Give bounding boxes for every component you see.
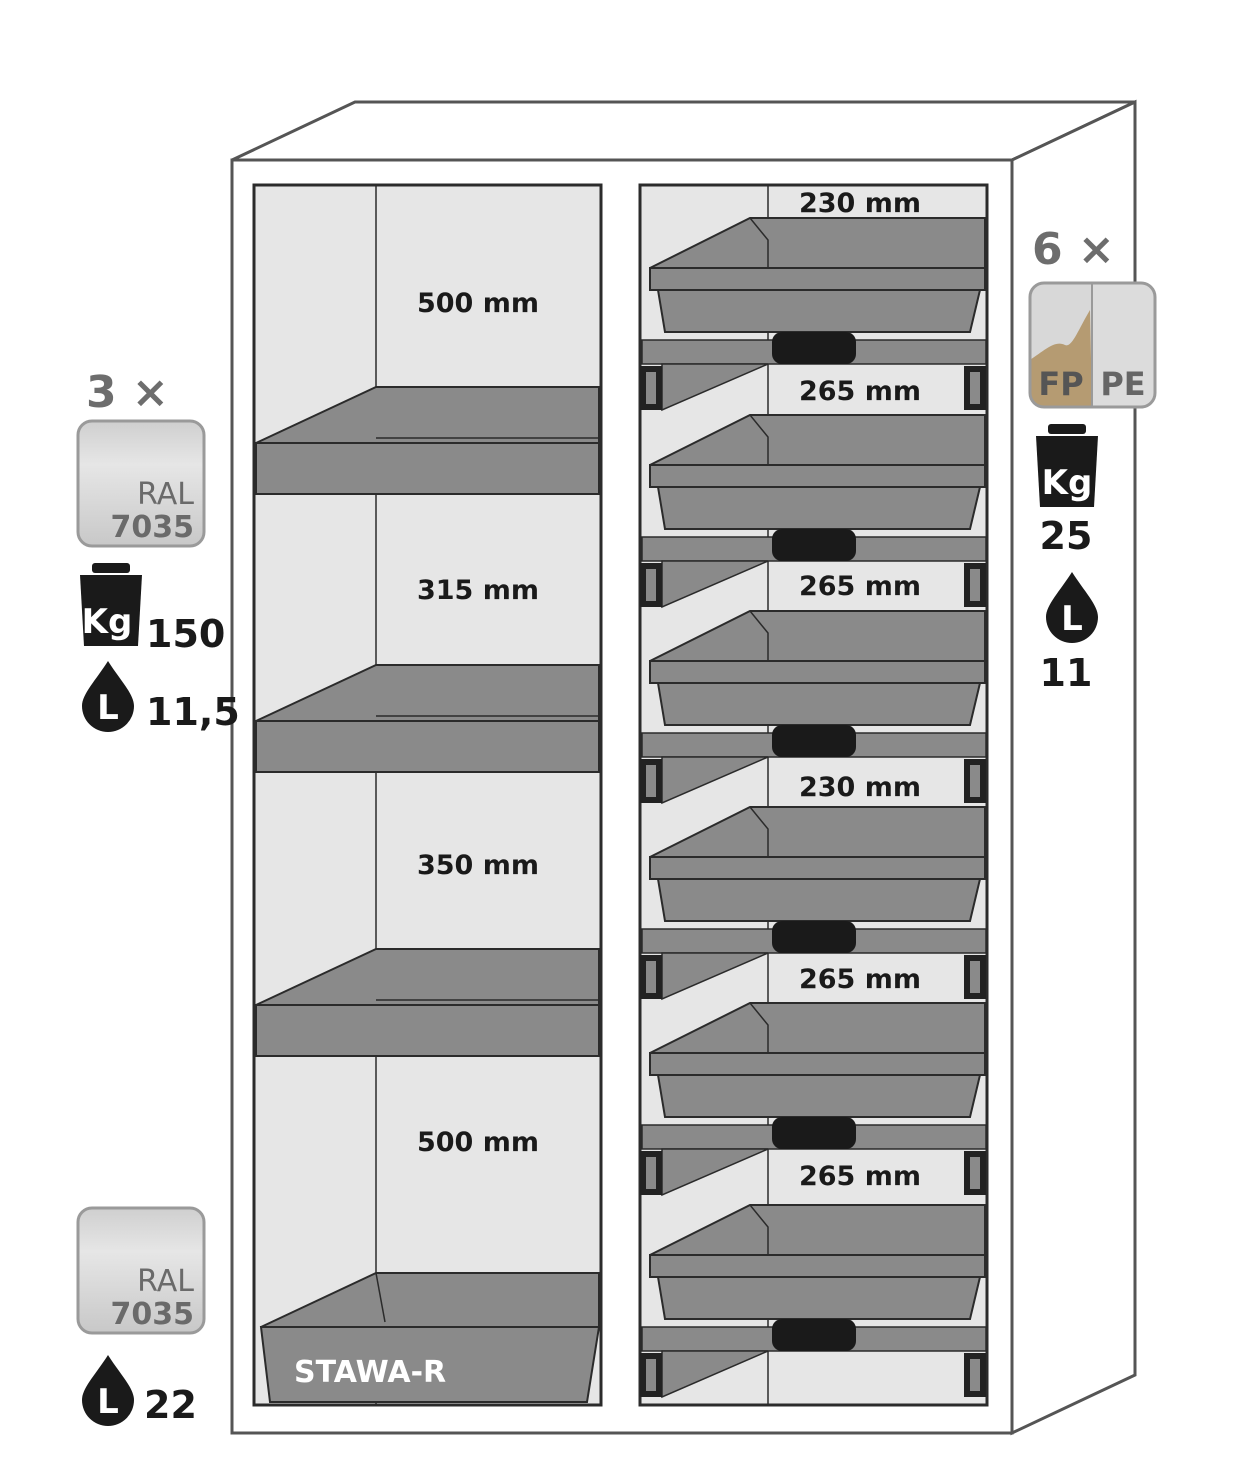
sump-label: STAWA-R [294, 1355, 446, 1390]
height-label: 500 mm [417, 1127, 539, 1158]
liter-drop-icon: L [1046, 572, 1098, 643]
left-shelf-2 [255, 664, 600, 773]
right-drawers-info: 6 × FP PE Kg 25 L 11 [1028, 224, 1157, 695]
drawer-1 [640, 217, 987, 412]
liter-label: L [97, 688, 119, 728]
height-label: 265 mm [799, 376, 921, 407]
left-shelf-3 [255, 948, 600, 1057]
height-label: 265 mm [799, 571, 921, 602]
drawer-5 [640, 1002, 987, 1197]
ral-prefix: RAL [137, 477, 194, 512]
weight-icon: Kg [80, 563, 142, 646]
ral-code: 7035 [111, 1297, 195, 1332]
ral-prefix: RAL [137, 1264, 194, 1299]
sump-volume: 22 [144, 1383, 197, 1427]
weight-icon: Kg [1036, 424, 1098, 507]
left-shelves-info: 3 × RAL 7035 Kg 150 L 11,5 [76, 367, 240, 734]
height-label: 265 mm [799, 1161, 921, 1192]
left-compartment: 500 mm 315 mm 350 mm 500 mm STAWA-R [252, 183, 603, 1407]
ral-swatch: RAL 7035 [76, 1206, 206, 1335]
shelf-load: 150 [146, 612, 225, 656]
height-label: 315 mm [417, 575, 539, 606]
drawer-quantity: 6 × [1032, 224, 1115, 275]
liter-label: L [97, 1382, 119, 1422]
drawer-volume: 11 [1040, 651, 1093, 695]
height-label: 500 mm [417, 288, 539, 319]
kg-label: Kg [1042, 463, 1093, 503]
bottom-sump [259, 1272, 601, 1403]
drawer-2 [640, 414, 987, 609]
left-shelf-1 [255, 386, 600, 495]
liter-drop-icon: L [82, 1355, 134, 1426]
height-label: 265 mm [799, 964, 921, 995]
ral-swatch: RAL 7035 [76, 419, 206, 548]
drawer-load: 25 [1040, 514, 1093, 558]
height-label: 230 mm [799, 772, 921, 803]
drawer-6 [640, 1204, 987, 1399]
material-pe: PE [1100, 365, 1145, 403]
bottom-sump-info: RAL 7035 L 22 [76, 1206, 206, 1427]
height-label: 230 mm [799, 188, 921, 219]
liter-label: L [1061, 599, 1083, 639]
right-compartment: 230 mm 265 mm 265 mm 230 mm 265 mm 265 m… [638, 183, 989, 1407]
kg-label: Kg [82, 602, 133, 642]
drawer-4 [640, 806, 987, 1001]
material-swatch: FP PE [1028, 281, 1157, 409]
height-label: 350 mm [417, 850, 539, 881]
drawer-3 [640, 610, 987, 805]
liter-drop-icon: L [82, 661, 134, 732]
shelf-quantity: 3 × [86, 367, 169, 418]
shelf-volume: 11,5 [146, 690, 240, 734]
ral-code: 7035 [111, 510, 195, 545]
material-fp: FP [1038, 365, 1083, 403]
